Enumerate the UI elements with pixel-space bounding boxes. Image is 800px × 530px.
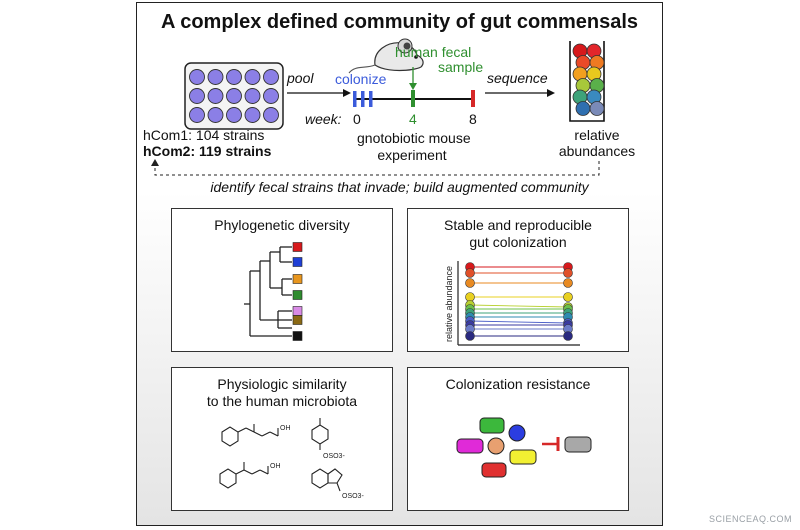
fecal-tick: [411, 90, 415, 107]
phylo-leaf: [292, 306, 303, 316]
stable-ylabel: relative abundance: [444, 266, 454, 342]
chem-label-4: OSO3-: [342, 493, 364, 500]
physio-title: Physiologic similarity to the human micr…: [172, 376, 392, 410]
colonize-tick: [361, 91, 365, 107]
colonize-tick: [353, 91, 357, 107]
cell-invader-gray: [564, 436, 592, 453]
experiment-label-line1: gnotobiotic mouse: [357, 130, 471, 146]
resistance-diagram: [456, 417, 592, 478]
resist-title: Colonization resistance: [445, 376, 591, 392]
week-label: week:: [305, 111, 342, 127]
mouse-icon: [348, 38, 424, 74]
plate-well: [189, 69, 205, 85]
panel-phylogenetic-diversity: Phylogenetic diversity: [171, 208, 393, 352]
cell-green: [479, 417, 505, 434]
panel-colonization-resistance: Colonization resistance: [407, 367, 629, 511]
phylo-leaf: [292, 290, 303, 300]
physio-title-line2: to the human microbiota: [206, 393, 358, 409]
plate-well: [263, 69, 279, 85]
phylo-leaf: [292, 315, 303, 325]
feedback-text: identify fecal strains that invade; buil…: [210, 179, 589, 195]
workflow-diagram: pool colonize human fecal sample week: 0…: [151, 38, 605, 176]
human-fecal-label: human fecal: [395, 44, 471, 60]
plate-well: [244, 88, 261, 104]
main-title: A complex defined community of gut comme…: [160, 11, 639, 33]
pool-label: pool: [286, 70, 314, 86]
plate-well: [263, 107, 279, 123]
chemical-structures: OH OH OSO3- OSO3-: [219, 418, 364, 500]
plate-well: [207, 107, 224, 123]
cell-magenta: [456, 438, 484, 454]
cell-orange: [487, 437, 505, 455]
hcom2-label: hCom2: 119 strains: [143, 143, 272, 159]
plate-well: [189, 88, 205, 104]
phylo-title: Phylogenetic diversity: [214, 217, 350, 233]
week-tick-8: 8: [469, 111, 477, 127]
stable-title-line1: Stable and reproducible: [444, 217, 592, 233]
plate-well: [226, 107, 242, 123]
abundance-point: [465, 292, 475, 302]
abundance-point: [563, 278, 573, 288]
chem-label-1: OH: [280, 425, 291, 432]
cell-red: [481, 462, 507, 478]
panel-stable-colonization: Stable and reproducible gut colonization…: [407, 208, 629, 352]
stable-title: Stable and reproducible gut colonization: [408, 217, 628, 251]
abundance-point: [465, 268, 475, 278]
colonization-plot: relative abundance: [444, 261, 580, 346]
endpoint-tick: [471, 90, 475, 107]
graphical-abstract: A complex defined community of gut comme…: [136, 2, 663, 526]
abundance-point: [563, 331, 573, 341]
watermark: SCIENCEAQ.COM: [708, 514, 792, 524]
abundance-ball: [589, 101, 605, 116]
abundance-column-icon: [569, 41, 605, 122]
cell-blue: [508, 424, 526, 442]
week-tick-0: 0: [353, 111, 361, 127]
sample-label: sample: [438, 59, 483, 75]
sequence-label: sequence: [487, 70, 548, 86]
phylogenetic-tree: [244, 242, 303, 341]
plate-well: [263, 88, 279, 104]
abundance-point: [563, 292, 573, 302]
phylo-leaf: [292, 274, 303, 284]
experiment-label-line2: experiment: [377, 147, 447, 163]
panel-physiologic-similarity: Physiologic similarity to the human micr…: [171, 367, 393, 511]
plate-well: [226, 69, 242, 85]
week-tick-4: 4: [409, 111, 417, 127]
abundance-point: [465, 331, 475, 341]
plate-well: [244, 69, 261, 85]
plate-well: [226, 88, 242, 104]
hcom1-label: hCom1: 104 strains: [143, 127, 265, 143]
well-plate-icon: [184, 62, 284, 130]
abundance-point: [563, 268, 573, 278]
colonize-tick: [369, 91, 373, 107]
abundance-point: [465, 278, 475, 288]
feedback-arrow: [154, 161, 600, 176]
colonize-label: colonize: [335, 71, 387, 87]
chem-label-2: OH: [270, 463, 281, 470]
phylo-leaf: [292, 331, 303, 341]
result-label: relative abundances: [542, 127, 652, 159]
chem-label-3: OSO3-: [323, 453, 345, 460]
plate-well: [207, 69, 224, 85]
result-label-line1: relative: [574, 127, 620, 143]
phylo-leaf: [292, 242, 303, 252]
plate-well: [244, 107, 261, 123]
experiment-label: gnotobiotic mouse experiment: [357, 130, 471, 164]
stable-title-line2: gut colonization: [469, 234, 567, 250]
phylo-leaf: [292, 257, 303, 267]
physio-title-line1: Physiologic similarity: [217, 376, 347, 392]
plate-well: [189, 107, 205, 123]
colonize-ticks: [353, 91, 373, 107]
result-label-line2: abundances: [558, 143, 636, 159]
plate-well: [207, 88, 224, 104]
cell-yellow: [509, 449, 537, 465]
abundance-ball: [575, 101, 591, 116]
